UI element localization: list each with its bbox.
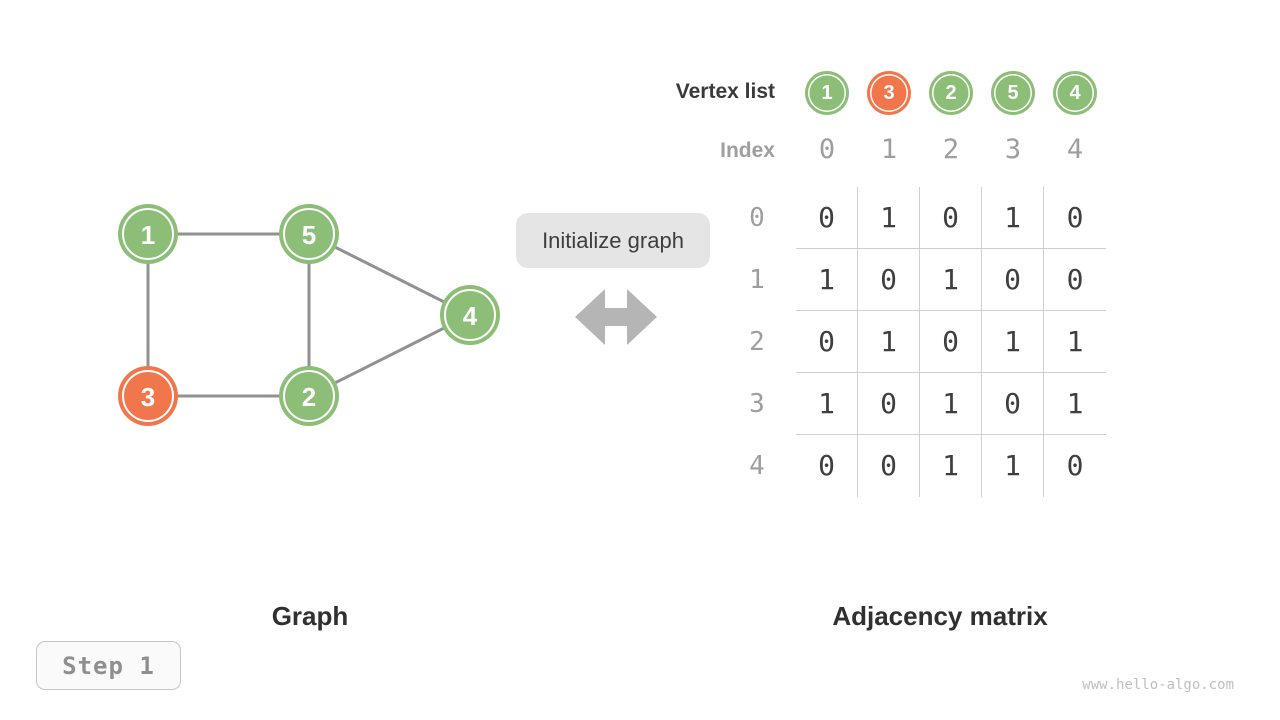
matrix-cell-1-2: 1 (920, 249, 982, 311)
vertex-list-label: Vertex list (675, 80, 775, 103)
vertex-circle-2: 2 (929, 71, 973, 115)
matrix-cell-3-0: 1 (796, 373, 858, 435)
vertex-list-cell: 3 (858, 71, 920, 115)
action-label-box: Initialize graph (516, 213, 710, 268)
matrix-row-label: 2 (749, 327, 765, 357)
graph-node-2: 2 (279, 366, 339, 426)
vertex-circle-5: 5 (991, 71, 1035, 115)
matrix-cell-2-4: 1 (1044, 311, 1106, 373)
matrix-cell-3-2: 1 (920, 373, 982, 435)
index-cell: 0 (818, 134, 836, 165)
vertex-circle-1: 1 (805, 71, 849, 115)
matrix-cell-2-2: 0 (920, 311, 982, 373)
graph-node-label: 3 (141, 382, 155, 412)
index-cell: 3 (1004, 134, 1022, 165)
matrix-cell-1-0: 1 (796, 249, 858, 311)
graph-node-3: 3 (118, 366, 178, 426)
index-row: 0 1 2 3 4 (796, 119, 1106, 181)
matrix-caption: Adjacency matrix (832, 601, 1048, 631)
matrix-cell-1-4: 0 (1044, 249, 1106, 311)
matrix-cell-1-3: 0 (982, 249, 1044, 311)
step-badge: Step 1 (36, 641, 181, 690)
graph-edge-2-4 (308, 313, 471, 398)
vertex-list-cell: 5 (982, 71, 1044, 115)
matrix-cell-0-4: 0 (1044, 187, 1106, 249)
matrix-cell-3-3: 0 (982, 373, 1044, 435)
matrix-cell-0-1: 1 (858, 187, 920, 249)
graph-edge-5-4 (308, 232, 471, 317)
matrix-cell-2-3: 1 (982, 311, 1044, 373)
vertex-list-cell: 2 (920, 71, 982, 115)
matrix-cell-0-3: 1 (982, 187, 1044, 249)
matrix-cell-2-1: 1 (858, 311, 920, 373)
matrix-cell-1-1: 0 (858, 249, 920, 311)
graph-node-5: 5 (279, 204, 339, 264)
graph-caption: Graph (271, 601, 349, 631)
watermark: www.hello-algo.com (1082, 677, 1234, 693)
matrix-row-label: 4 (749, 451, 765, 481)
matrix-cell-2-0: 0 (796, 311, 858, 373)
matrix-row-labels: 0 1 2 3 4 (726, 187, 788, 497)
index-cell: 2 (942, 134, 960, 165)
index-cell: 1 (880, 134, 898, 165)
index-label: Index (720, 139, 775, 162)
action-label: Initialize graph (542, 227, 684, 253)
matrix-cell-4-0: 0 (796, 435, 858, 497)
graph-node-label: 4 (463, 301, 478, 331)
matrix-cell-3-4: 1 (1044, 373, 1106, 435)
index-cell: 4 (1066, 134, 1084, 165)
matrix-row-label: 0 (749, 203, 765, 233)
matrix-cell-0-2: 0 (920, 187, 982, 249)
matrix-cell-0-0: 0 (796, 187, 858, 249)
matrix-row-label: 1 (749, 265, 765, 295)
matrix-cell-4-2: 1 (920, 435, 982, 497)
vertex-list-cell: 1 (796, 71, 858, 115)
matrix-cell-4-3: 1 (982, 435, 1044, 497)
vertex-circle-4: 4 (1053, 71, 1097, 115)
graph-node-label: 5 (302, 220, 316, 250)
double-arrow-icon (575, 289, 657, 345)
graph-node-1: 1 (118, 204, 178, 264)
matrix-cell-3-1: 0 (858, 373, 920, 435)
graph-node-label: 2 (302, 382, 316, 412)
matrix-cell-4-1: 0 (858, 435, 920, 497)
graph-node-4: 4 (440, 285, 500, 345)
graph-node-label: 1 (141, 220, 155, 250)
matrix-cell-4-4: 0 (1066, 449, 1084, 482)
vertex-circle-3: 3 (867, 71, 911, 115)
vertex-list-cell: 4 (1044, 71, 1106, 115)
matrix-row-label: 3 (749, 389, 765, 419)
